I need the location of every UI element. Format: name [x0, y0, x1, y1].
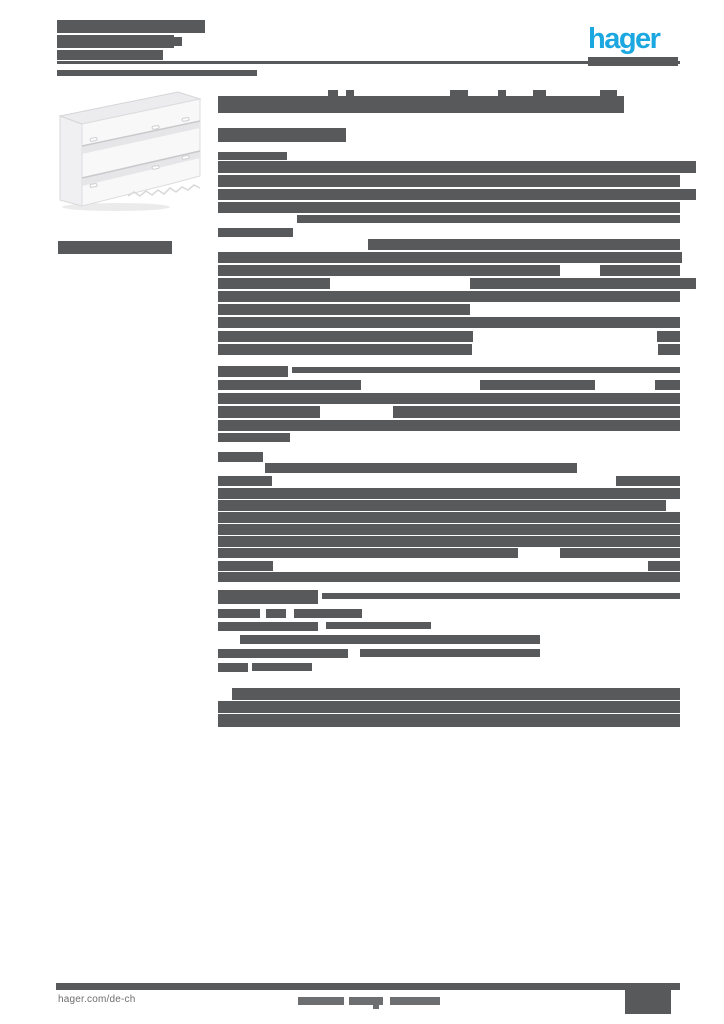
paragraph-line: [218, 701, 680, 713]
paragraph-line: [218, 500, 666, 511]
footer-note-segment: [298, 997, 344, 1005]
paragraph-line: [218, 317, 680, 328]
paragraph-line: [218, 175, 680, 187]
paragraph-line: [297, 215, 680, 223]
title-ascender: [600, 90, 617, 97]
paragraph-line: [218, 202, 680, 213]
footer-url-link[interactable]: hager.com/de-ch: [58, 994, 136, 1005]
paragraph-line: [360, 649, 540, 657]
paragraph-line: [218, 420, 680, 431]
paragraph-line: [480, 380, 595, 390]
paragraph-line: [252, 663, 312, 671]
paragraph-line: [240, 635, 540, 644]
paragraph-line: [218, 488, 680, 499]
section-label: [218, 366, 288, 377]
paragraph-line: [218, 561, 273, 571]
paragraph-line: [232, 688, 680, 700]
footer-note-descender: [373, 1005, 379, 1009]
header-address-line-2: [57, 35, 174, 48]
paragraph-line: [218, 649, 348, 658]
image-caption-bar: [58, 241, 172, 254]
subtitle-bar: [218, 128, 346, 142]
page-title-bar: [218, 96, 624, 113]
header-address-line-2b: [168, 37, 182, 46]
footer-note-segment: [390, 997, 440, 1005]
header-rule: [57, 61, 680, 64]
paragraph-line: [658, 344, 680, 355]
paragraph-line: [657, 331, 680, 342]
paragraph-line: [393, 406, 680, 418]
header-address-line-1: [57, 20, 205, 33]
cable-trunking-illustration: [58, 91, 202, 211]
paragraph-line: [218, 548, 518, 558]
paragraph-line: [218, 331, 473, 342]
section-label: [218, 228, 293, 237]
paragraph-line: [218, 622, 318, 631]
footer-note-segment: [349, 997, 383, 1005]
paragraph-line: [294, 609, 362, 618]
paragraph-line: [218, 265, 560, 276]
paragraph-line: [600, 265, 680, 276]
paragraph-line: [470, 278, 696, 289]
product-image: [58, 88, 202, 212]
title-ascender: [498, 90, 506, 97]
paragraph-line: [292, 367, 680, 373]
paragraph-line: [218, 304, 470, 315]
paragraph-line: [218, 536, 680, 547]
title-ascender: [346, 90, 354, 97]
paragraph-line: [218, 393, 680, 404]
paragraph-line: [368, 239, 680, 250]
paragraph-line: [218, 189, 696, 200]
footer-bar: [56, 983, 680, 990]
title-ascender: [450, 90, 468, 97]
paragraph-line: [218, 252, 682, 263]
header-address-line-3: [57, 50, 163, 60]
paragraph-line: [322, 593, 680, 599]
section-label: [218, 152, 287, 160]
paragraph-line: [218, 609, 260, 618]
paragraph-line: [218, 291, 680, 302]
paragraph-line: [265, 463, 577, 473]
paragraph-line: [326, 622, 431, 629]
paragraph-line: [218, 380, 361, 390]
section-label: [218, 590, 318, 604]
title-ascender: [328, 90, 338, 97]
paragraph-line: [218, 572, 680, 582]
title-ascender: [533, 90, 546, 97]
paragraph-line: [218, 344, 472, 355]
paragraph-line: [218, 433, 290, 442]
paragraph-line: [266, 609, 286, 618]
logo-tagline-bar: [588, 57, 678, 66]
paragraph-line: [218, 714, 680, 727]
paragraph-line: [655, 380, 680, 390]
paragraph-line: [218, 512, 680, 523]
paragraph-line: [616, 476, 680, 486]
footer-page-block: [625, 988, 671, 1014]
paragraph-line: [218, 161, 696, 173]
paragraph-line: [218, 406, 320, 418]
paragraph-line: [218, 663, 248, 672]
paragraph-line: [648, 561, 680, 571]
paragraph-line: [218, 524, 680, 535]
header-small-print-line: [57, 70, 257, 76]
paragraph-line: [560, 548, 680, 558]
paragraph-line: [218, 476, 272, 486]
section-label: [218, 452, 263, 462]
paragraph-line: [218, 278, 330, 289]
hager-logo: hager: [588, 23, 661, 55]
